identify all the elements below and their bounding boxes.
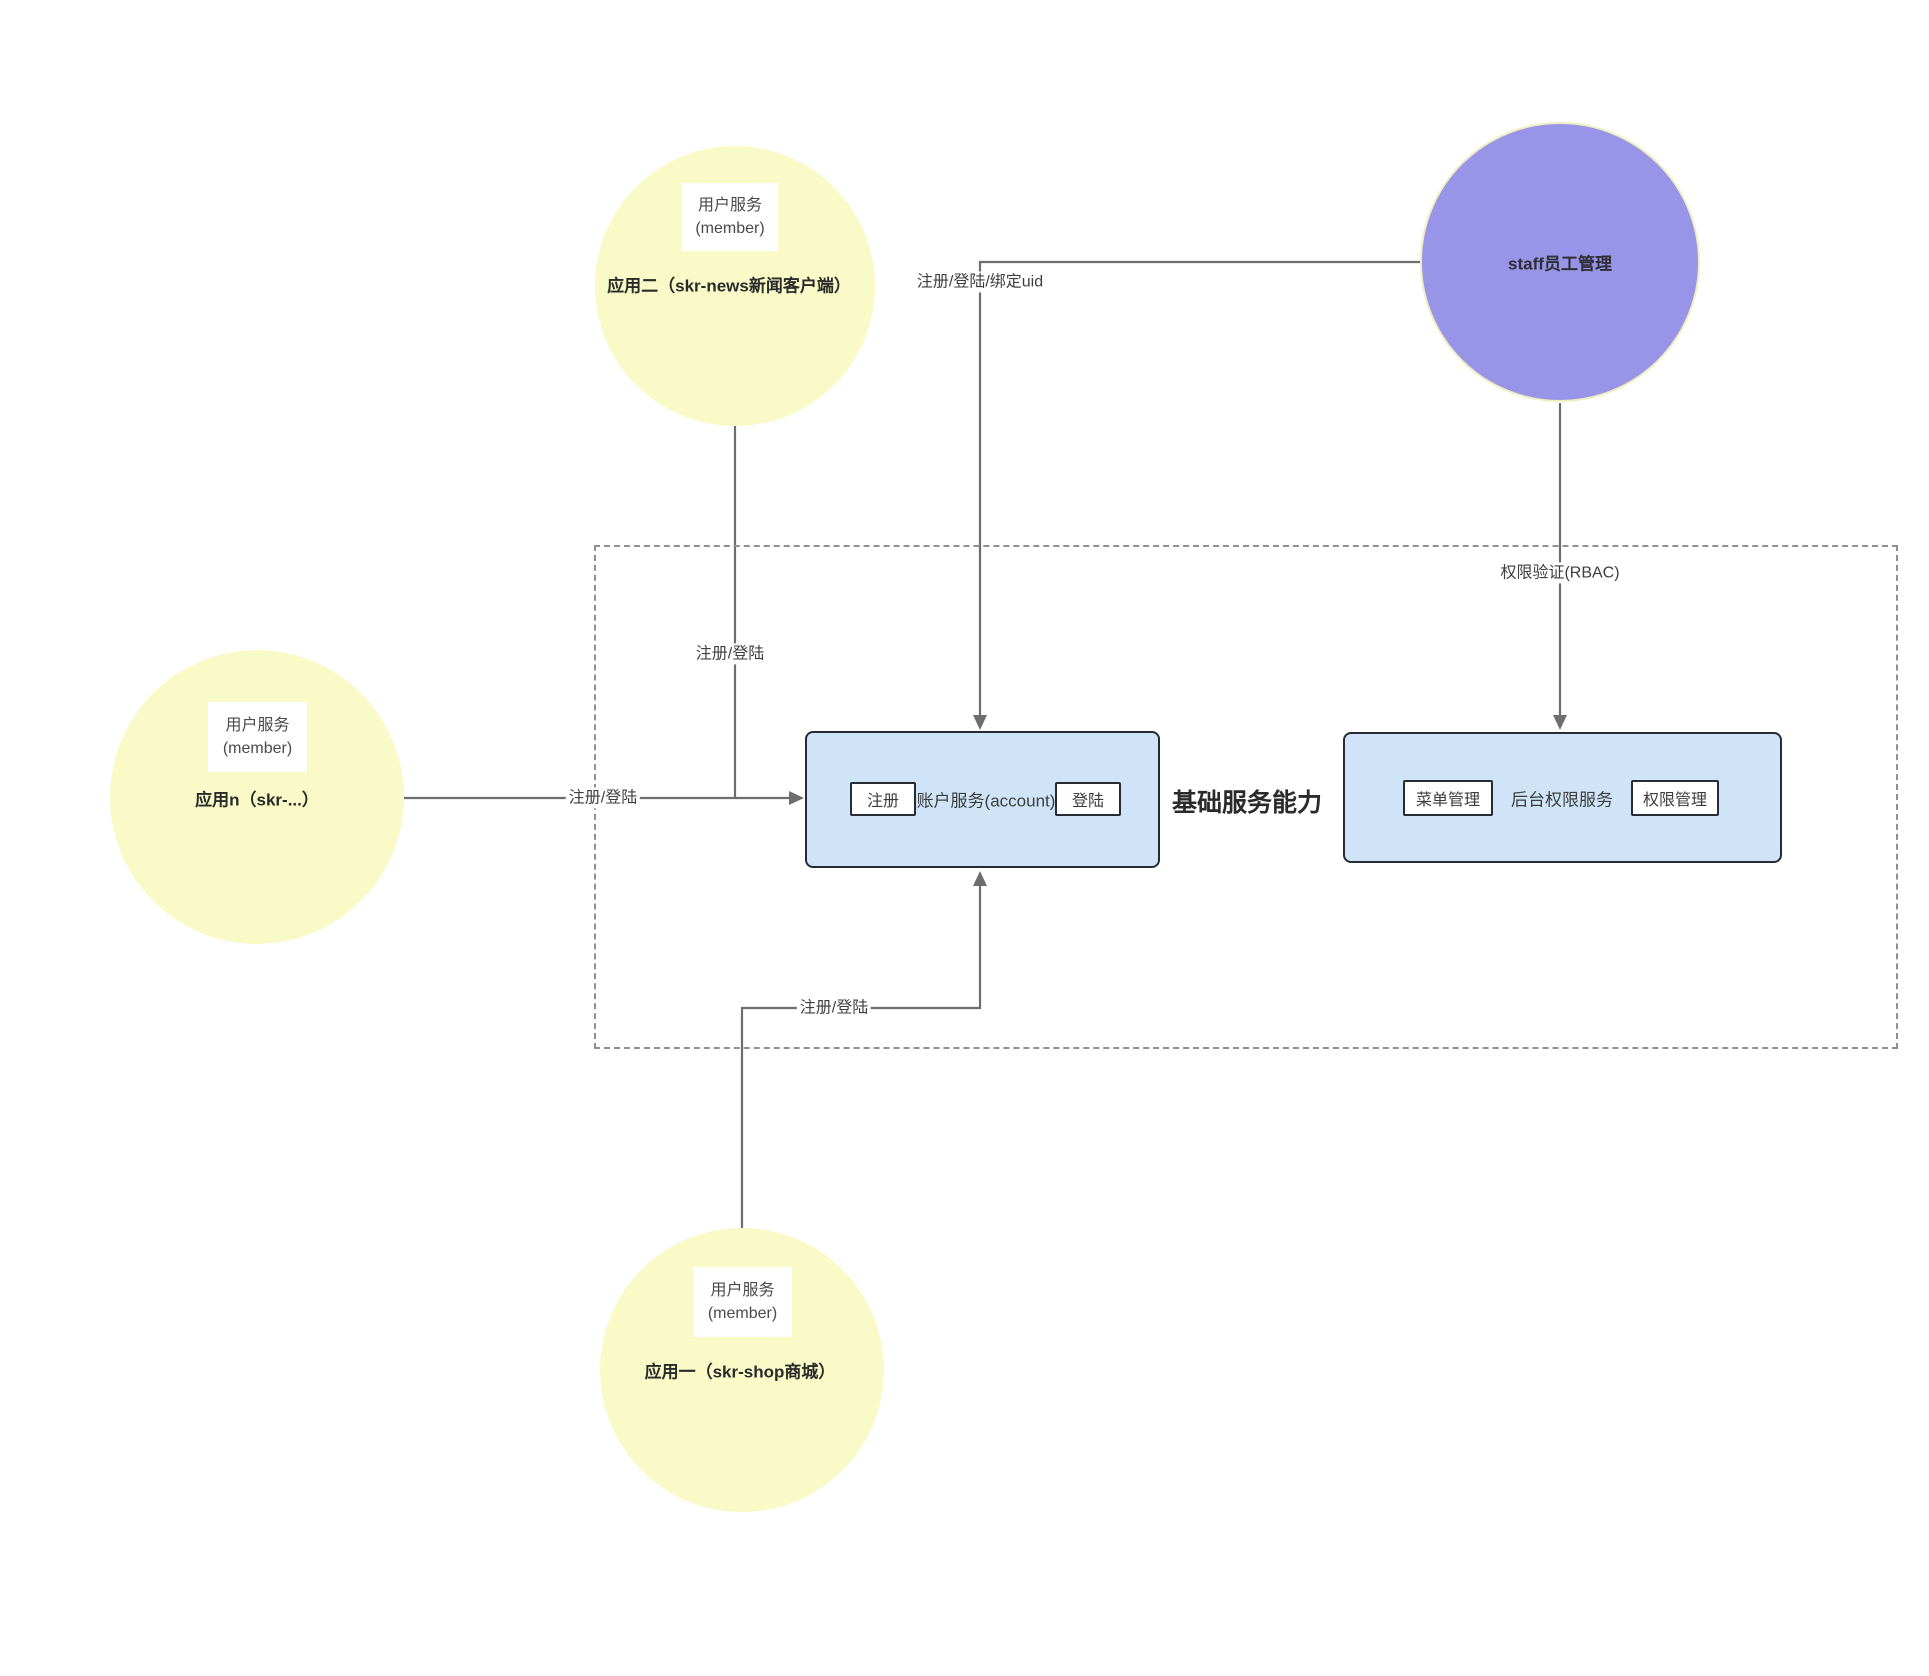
member-box-line2: (member)	[707, 1305, 778, 1322]
node-appn-circle	[110, 650, 404, 944]
node-staff-circle	[1420, 122, 1700, 402]
menu-management-button: 菜单管理	[1403, 780, 1493, 816]
account-service-title: 账户服务(account)	[916, 791, 1056, 811]
permission-management-button: 权限管理	[1631, 780, 1719, 816]
member-box-line2: (member)	[695, 220, 765, 237]
member-box-line1: 用户服务	[710, 1281, 775, 1299]
account-login-button: 登陆	[1055, 782, 1121, 816]
node-app1-label: 应用一（skr-shop商城）	[644, 1362, 836, 1382]
node-app1-member-box: 用户服务 (member)	[693, 1267, 792, 1337]
node-appn-member-box: 用户服务 (member)	[208, 702, 307, 772]
member-box-line1: 用户服务	[225, 716, 290, 734]
edge-label-app2-account: 注册/登陆	[692, 643, 768, 665]
node-appn-label: 应用n（skr-...）	[195, 790, 319, 810]
edge-label-app1-account: 注册/登陆	[796, 997, 872, 1019]
member-box-line2: (member)	[222, 740, 293, 757]
edge-label-staff-permission: 权限验证(RBAC)	[1497, 562, 1623, 584]
base-services-title: 基础服务能力	[1171, 789, 1323, 817]
permission-service-title: 后台权限服务	[1511, 790, 1613, 810]
node-app2-member-box: 用户服务 (member)	[682, 183, 778, 251]
edge-label-appn-account: 注册/登陆	[565, 787, 641, 809]
account-register-button: 注册	[850, 782, 916, 816]
node-staff-label: staff员工管理	[1508, 254, 1612, 274]
node-app2-label: 应用二（skr-news新闻客户端）	[607, 276, 851, 296]
member-box-line1: 用户服务	[697, 196, 762, 214]
edge-label-staff-account: 注册/登陆/绑定uid	[913, 271, 1047, 293]
